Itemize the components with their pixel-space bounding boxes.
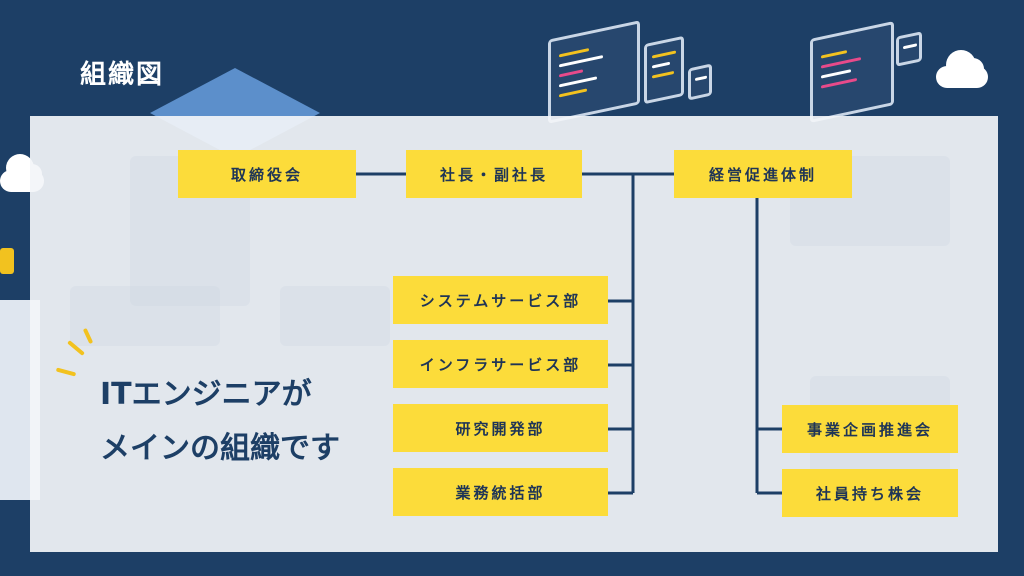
tagline-line-2: メインの組織です: [100, 431, 340, 466]
org-box-business-operations: 業務統括部: [393, 468, 608, 516]
platform-illustration: [280, 286, 390, 346]
cloud-icon: [936, 50, 988, 88]
org-box-business-planning: 事業企画推進会: [782, 405, 958, 453]
org-box-board: 取締役会: [178, 150, 356, 198]
page-title: 組織図: [80, 60, 165, 90]
org-box-management: 経営促進体制: [674, 150, 852, 198]
org-box-infra-services: インフラサービス部: [393, 340, 608, 388]
org-box-system-services: システムサービス部: [393, 276, 608, 324]
tagline: ITエンジニアが メインの組織です: [100, 368, 340, 476]
tagline-line-1: ITエンジニアが: [100, 377, 312, 412]
coin-illustration: [0, 248, 14, 274]
org-box-president: 社長・副社長: [406, 150, 582, 198]
platform-illustration: [70, 286, 220, 346]
org-box-employee-stock: 社員持ち株会: [782, 469, 958, 517]
org-box-research-development: 研究開発部: [393, 404, 608, 452]
